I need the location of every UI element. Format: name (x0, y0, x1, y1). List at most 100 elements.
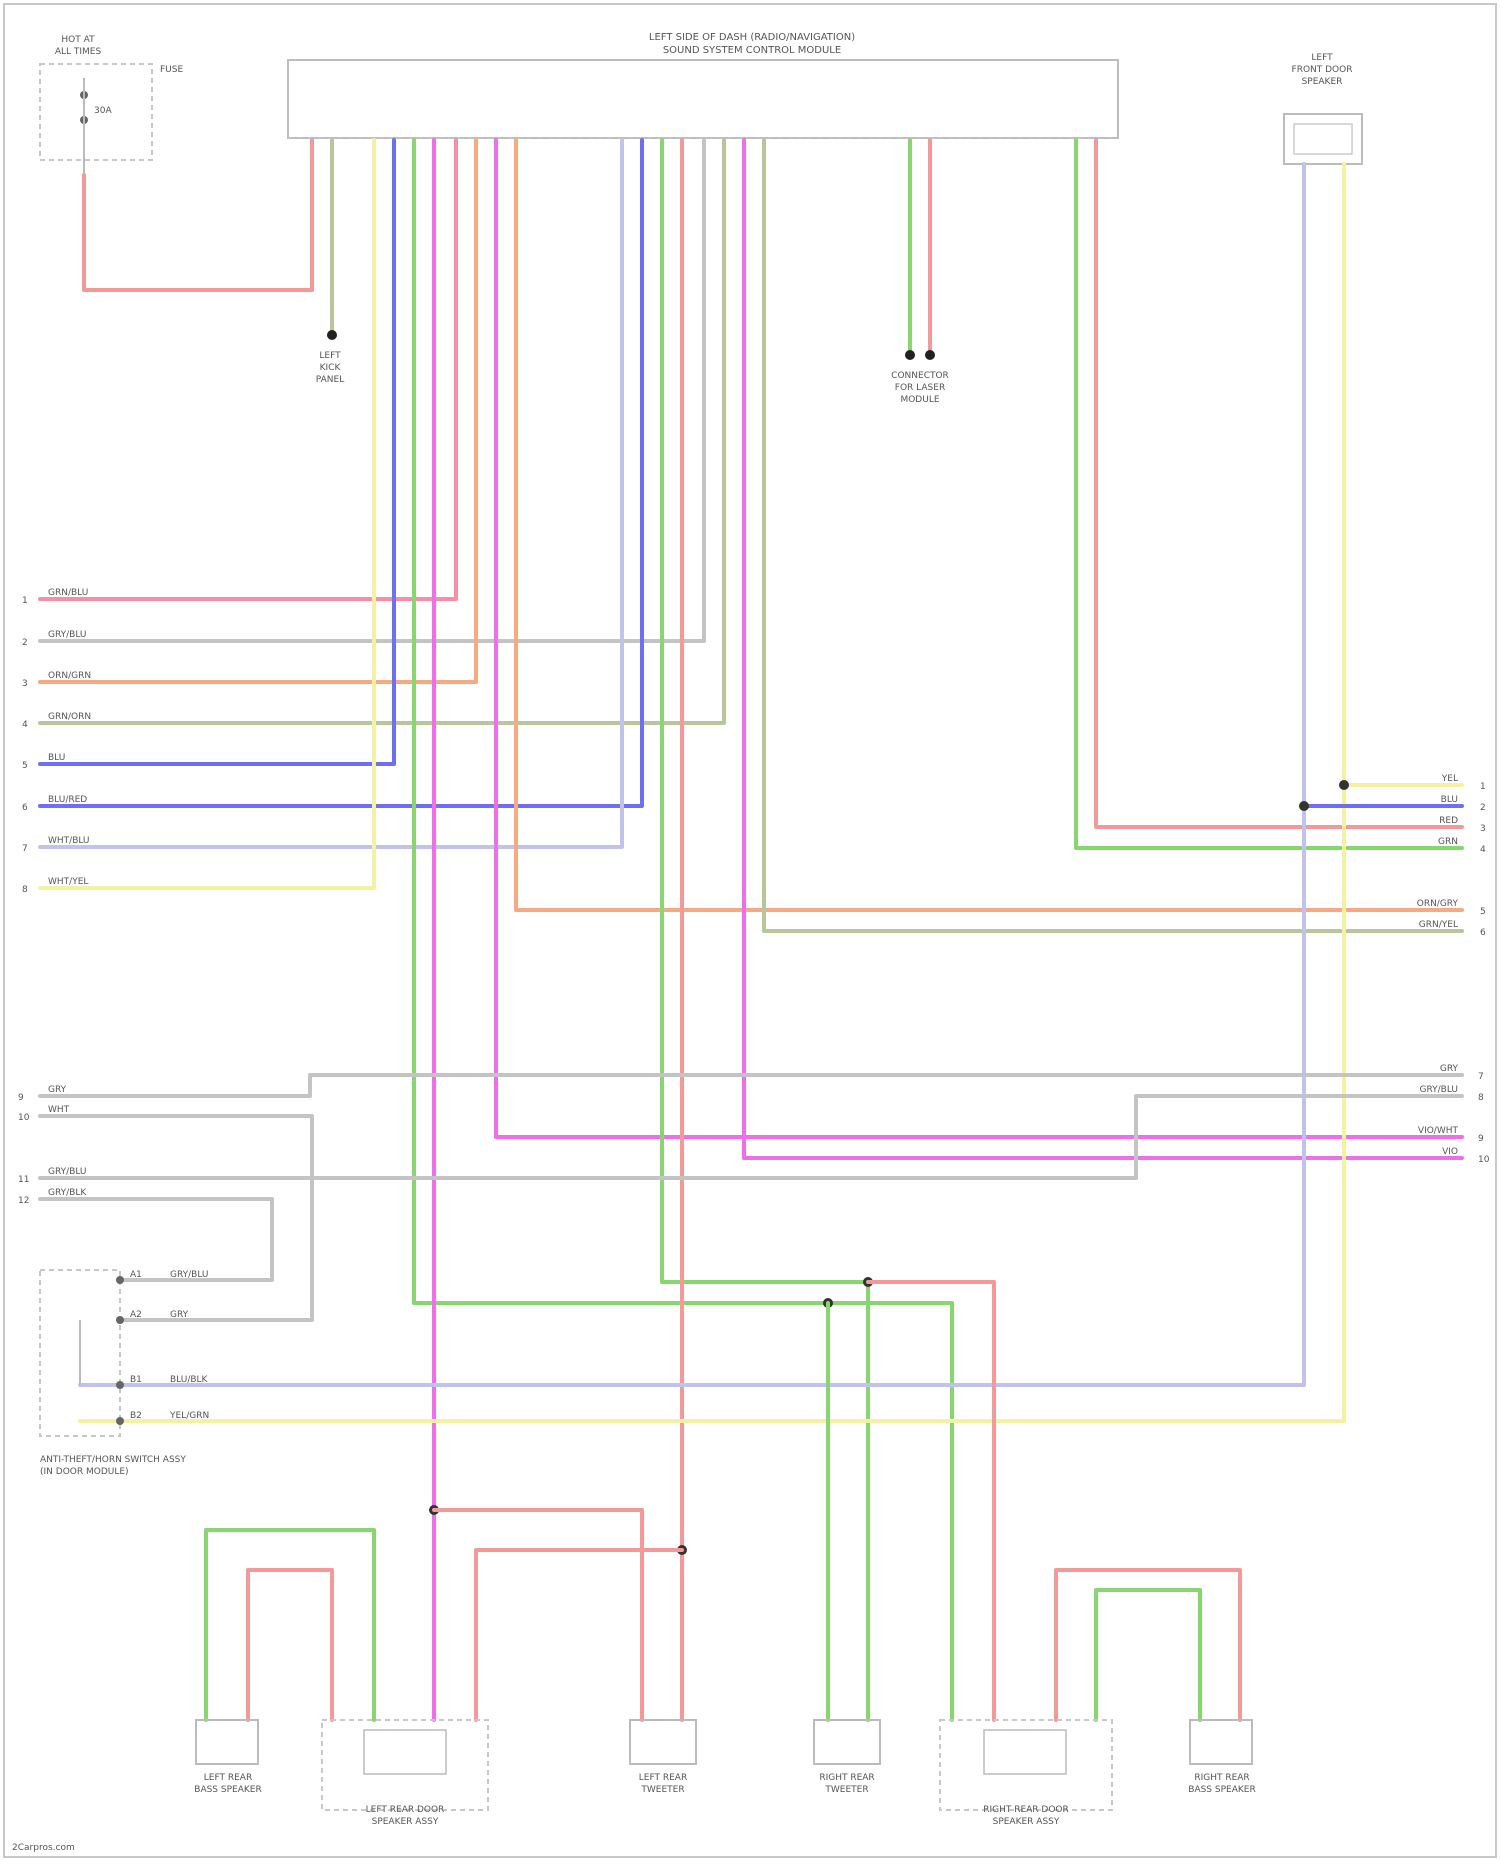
svg-text:LEFT REAR: LEFT REAR (639, 1773, 687, 1783)
switch-pin-a2: A2 (130, 1310, 142, 1320)
switch-pin-a2-color: GRY (170, 1310, 189, 1320)
fuse-amp-label: 30A (94, 106, 112, 116)
right-pins-num-4: 4 (1480, 845, 1486, 855)
left-pins-lower-num-1: 9 (18, 1093, 24, 1103)
right-pins-lower-color-4: VIO (1442, 1147, 1458, 1157)
right-pins-num-5: 5 (1480, 907, 1486, 917)
left-pins-lower-num-3: 11 (18, 1175, 29, 1185)
fuse-hot-label-2: ALL TIMES (55, 47, 102, 57)
front-speaker-label-2: FRONT DOOR (1292, 65, 1353, 75)
wire-green-right (1076, 140, 1462, 848)
ground-label: LEFT (319, 351, 341, 361)
left-pins-color-6: BLU/RED (48, 795, 87, 805)
left-pins-lower-color-2: WHT (48, 1105, 70, 1115)
right-pin-labels-lower: 7 GRY 8 GRY/BLU 9 VIO/WHT 10 VIO (1418, 1064, 1490, 1165)
right-pins-lower-num-1: 7 (1478, 1072, 1484, 1082)
left-pins-num-2: 2 (22, 638, 28, 648)
switch-pin-b1: B1 (130, 1375, 142, 1385)
left-pins-color-7: WHT/BLU (48, 836, 90, 846)
right-pins-color-6: GRN/YEL (1419, 920, 1458, 930)
svg-text:LEFT REAR DOOR: LEFT REAR DOOR (366, 1805, 445, 1815)
wire-violet2 (744, 140, 1462, 1158)
watermark: 2Carpros.com (12, 1843, 75, 1853)
right-rear-door-speaker-assy: RIGHT REAR DOOR SPEAKER ASSY (940, 1720, 1112, 1827)
wire-yellow-speaker (80, 164, 1344, 1421)
left-pins-num-1: 1 (22, 596, 28, 606)
svg-text:LEFT REAR: LEFT REAR (204, 1773, 252, 1783)
right-rear-bass-speaker: RIGHT REAR BASS SPEAKER (1188, 1720, 1255, 1795)
laser-connector-label-3: MODULE (900, 395, 939, 405)
wire-red-right (1096, 140, 1462, 827)
left-pins-color-2: GRY/BLU (48, 630, 87, 640)
wire-pin12 (40, 1199, 272, 1280)
switch-pin-b1-color: BLU/BLK (170, 1375, 209, 1385)
right-pins-lower-num-3: 9 (1478, 1134, 1484, 1144)
left-pins-lower-num-4: 12 (18, 1196, 29, 1206)
laser-connector-label-2: FOR LASER (895, 383, 945, 393)
right-pins-lower-color-1: GRY (1440, 1064, 1459, 1074)
right-pins-num-1: 1 (1480, 782, 1486, 792)
right-pins-color-2: BLU (1441, 795, 1458, 805)
ground-label-2: KICK (320, 363, 342, 373)
front-speaker-label: LEFT (1311, 53, 1333, 63)
left-rear-door-speaker-assy: LEFT REAR DOOR SPEAKER ASSY (322, 1720, 488, 1827)
wire-orange-right (516, 140, 1462, 910)
module-subtitle: SOUND SYSTEM CONTROL MODULE (663, 45, 841, 56)
wire-olive-right (764, 140, 1462, 931)
svg-text:RIGHT REAR: RIGHT REAR (819, 1773, 874, 1783)
right-pins-color-3: RED (1439, 816, 1458, 826)
right-pins-num-2: 2 (1480, 803, 1486, 813)
left-pins-num-5: 5 (22, 761, 28, 771)
switch-label-2: (IN DOOR MODULE) (40, 1467, 129, 1477)
switch-pin-a1-color: GRY/BLU (170, 1270, 209, 1280)
left-pins-num-4: 4 (22, 720, 28, 730)
wire-red-fuse (84, 140, 312, 290)
right-pins-lower-num-2: 8 (1478, 1093, 1484, 1103)
wire-pin6 (40, 140, 642, 806)
left-pins-lower-num-2: 10 (18, 1113, 30, 1123)
fuse-label: FUSE (160, 65, 183, 75)
laser-connector-label: CONNECTOR (891, 371, 949, 381)
sound-system-module (288, 60, 1118, 138)
right-pins-lower-color-2: GRY/BLU (1419, 1085, 1458, 1095)
left-pins-color-4: GRN/ORN (48, 712, 91, 722)
left-rear-tweeter: LEFT REAR TWEETER (630, 1720, 696, 1795)
svg-text:TWEETER: TWEETER (824, 1785, 868, 1795)
front-speaker-label-3: SPEAKER (1302, 77, 1343, 87)
right-pins-lower-color-3: VIO/WHT (1418, 1126, 1459, 1136)
wire-pin5 (40, 140, 394, 764)
left-rear-bass-speaker: LEFT REAR BASS SPEAKER (194, 1720, 261, 1795)
right-pins-num-3: 3 (1480, 824, 1486, 834)
wire-pin9 (40, 1075, 1462, 1096)
right-pin-labels: 1 YEL 2 BLU 3 RED 4 GRN 5 ORN/GRY 6 GRN/YEL (1417, 774, 1486, 938)
right-pins-color-5: ORN/GRY (1417, 899, 1459, 909)
left-pins-color-8: WHT/YEL (48, 877, 88, 887)
right-pins-lower-num-4: 10 (1478, 1155, 1490, 1165)
wire-blue-speaker (80, 164, 1304, 1385)
right-pins-num-6: 6 (1480, 928, 1486, 938)
ground-label-3: PANEL (316, 375, 344, 385)
right-pins-color-1: YEL (1441, 774, 1458, 784)
left-pins-color-5: BLU (48, 753, 65, 763)
svg-text:RIGHT REAR DOOR: RIGHT REAR DOOR (983, 1805, 1069, 1815)
left-pins-lower-color-3: GRY/BLU (48, 1167, 87, 1177)
left-pins-lower-color-1: GRY (48, 1085, 67, 1095)
svg-text:BASS SPEAKER: BASS SPEAKER (194, 1785, 261, 1795)
left-pins-color-3: ORN/GRN (48, 671, 91, 681)
left-pins-num-3: 3 (22, 679, 28, 689)
right-rear-tweeter: RIGHT REAR TWEETER (814, 1720, 880, 1795)
left-pins-num-8: 8 (22, 885, 28, 895)
svg-text:SPEAKER ASSY: SPEAKER ASSY (993, 1817, 1060, 1827)
left-pin-labels-lower: 9 GRY 10 WHT 11 GRY/BLU 12 GRY/BLK (18, 1085, 87, 1206)
right-pins-color-4: GRN (1438, 837, 1458, 847)
front-door-speaker (1284, 114, 1362, 164)
left-pins-color-1: GRN/BLU (48, 588, 88, 598)
module-title: LEFT SIDE OF DASH (RADIO/NAVIGATION) (649, 32, 855, 43)
left-pins-lower-color-4: GRY/BLK (48, 1188, 87, 1198)
left-pins-num-6: 6 (22, 803, 28, 813)
switch-pin-a1: A1 (130, 1270, 142, 1280)
svg-text:BASS SPEAKER: BASS SPEAKER (1188, 1785, 1255, 1795)
switch-pin-b2: B2 (130, 1411, 142, 1421)
switch-label: ANTI-THEFT/HORN SWITCH ASSY (40, 1455, 186, 1465)
